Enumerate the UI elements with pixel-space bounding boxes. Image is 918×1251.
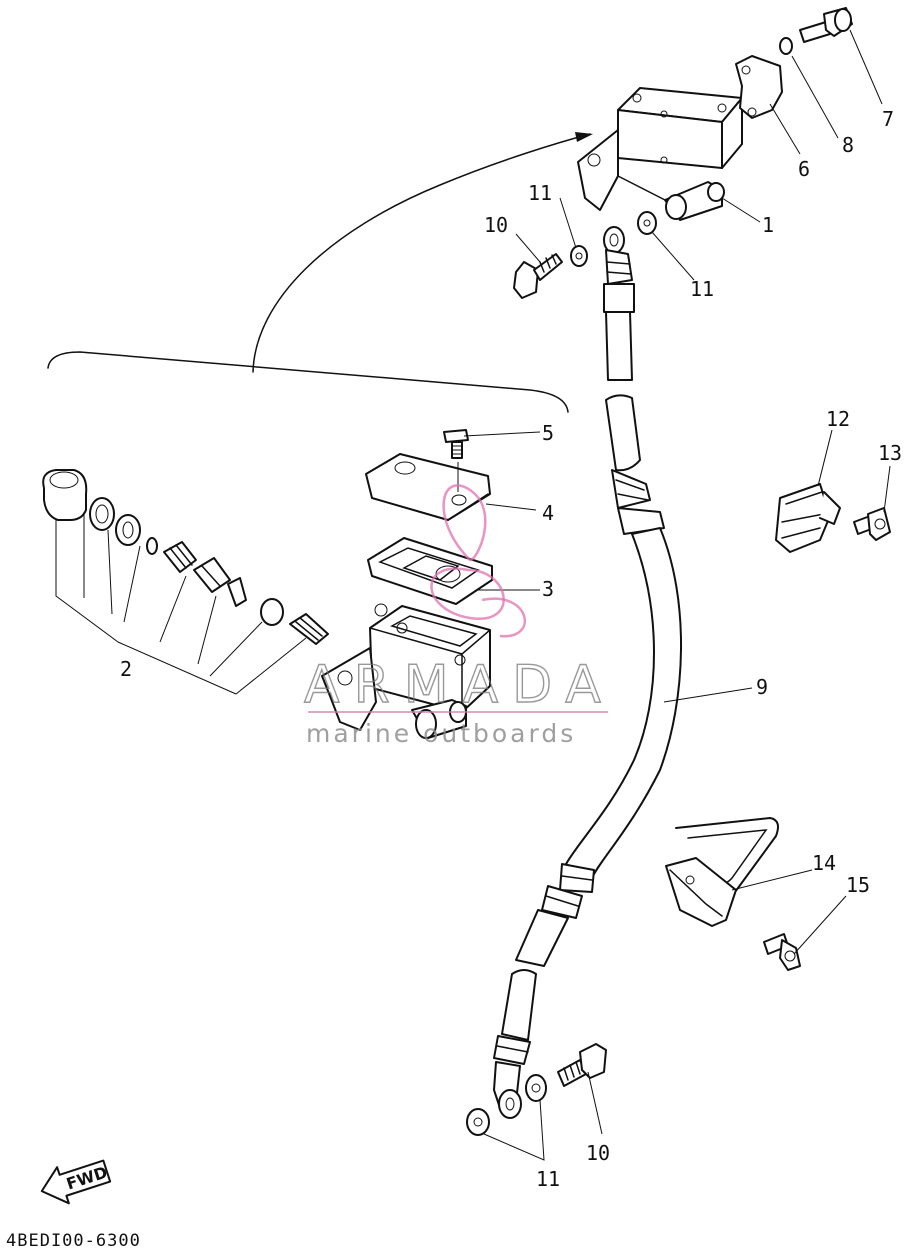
- callout-13: 13: [878, 441, 902, 465]
- hose-holder: [775, 483, 891, 553]
- callout-9: 9: [756, 675, 768, 699]
- callout-3: 3: [542, 577, 554, 601]
- callout-15: 15: [846, 873, 870, 897]
- callout-1: 1: [762, 213, 774, 237]
- watermark-brand: ARMADA: [304, 655, 615, 715]
- fwd-arrow-icon: FWD: [40, 1159, 112, 1205]
- callout-11-upper-left: 11: [528, 181, 552, 205]
- callout-2: 2: [120, 657, 132, 681]
- callout-14: 14: [812, 851, 836, 875]
- callout-7: 7: [882, 107, 894, 131]
- callout-10-lower: 10: [586, 1141, 610, 1165]
- callout-labels: 1 2 3 4 5 6 7 8 9 10 10 11 11 11 12 13 1…: [120, 107, 902, 1191]
- callout-10-upper: 10: [484, 213, 508, 237]
- callout-11-upper-right: 11: [690, 277, 714, 301]
- detail-bracket: [47, 132, 593, 413]
- callout-12: 12: [826, 407, 850, 431]
- diagram-code: 4BEDI00-6300: [6, 1231, 141, 1251]
- watermark-tagline: marine outboards: [306, 719, 576, 748]
- master-cylinder-assembled: [577, 7, 853, 221]
- callout-11-lower: 11: [536, 1167, 560, 1191]
- callout-8: 8: [842, 133, 854, 157]
- callout-4: 4: [542, 501, 554, 525]
- lower-banjo-bolt: [466, 1043, 607, 1136]
- callout-leaders: [463, 29, 891, 1161]
- armada-logo-icon: [430, 484, 527, 638]
- upper-banjo-bolt: [513, 211, 657, 299]
- callout-6: 6: [798, 157, 810, 181]
- watermark: ARMADA marine outboards: [303, 484, 615, 748]
- brake-hose: [493, 226, 682, 1119]
- callout-5: 5: [542, 421, 554, 445]
- master-cylinder-exploded: [42, 429, 493, 739]
- hose-guide: [665, 817, 801, 971]
